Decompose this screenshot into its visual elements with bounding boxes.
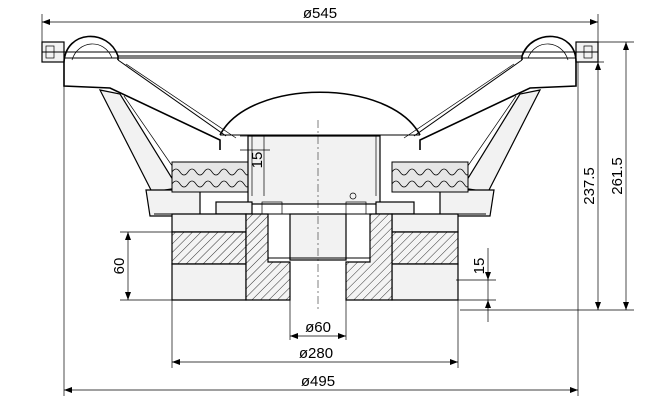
basket-legs <box>98 89 542 217</box>
dim-basket-diameter: ø495 <box>63 62 579 396</box>
total-height-label: 261.5 <box>609 157 626 195</box>
voice-coil-former <box>247 135 381 205</box>
cone-surround <box>63 35 577 63</box>
dim-bottom-plate: 15 <box>456 248 496 322</box>
frame-flange <box>41 41 599 63</box>
magnet-left <box>171 213 247 301</box>
dim-magnet-diameter: ø280 <box>171 300 459 368</box>
magnet-right <box>391 213 459 301</box>
cone-body <box>63 59 577 150</box>
bottom-plate-label: 15 <box>471 258 488 275</box>
dim-total-height: 261.5 <box>460 41 634 311</box>
pole-diameter-label: ø60 <box>305 319 331 336</box>
dim-magnet-height: 60 <box>111 231 174 301</box>
spider-windings <box>171 161 469 193</box>
basket-diameter-label: ø495 <box>301 373 335 390</box>
pole-piece <box>245 213 393 301</box>
dim-pole-diameter: ø60 <box>289 300 347 340</box>
frame-diameter-label: ø545 <box>303 5 337 22</box>
mount-height-label: 237.5 <box>581 167 598 205</box>
magnet-diameter-label: ø280 <box>299 345 333 362</box>
dim-frame-diameter: ø545 <box>41 5 599 44</box>
magnet-height-label: 60 <box>111 258 128 275</box>
top-plate-label: 15 <box>249 152 266 169</box>
dim-top-plate: 15 <box>240 135 270 196</box>
dim-mount-height: 237.5 <box>578 61 604 310</box>
